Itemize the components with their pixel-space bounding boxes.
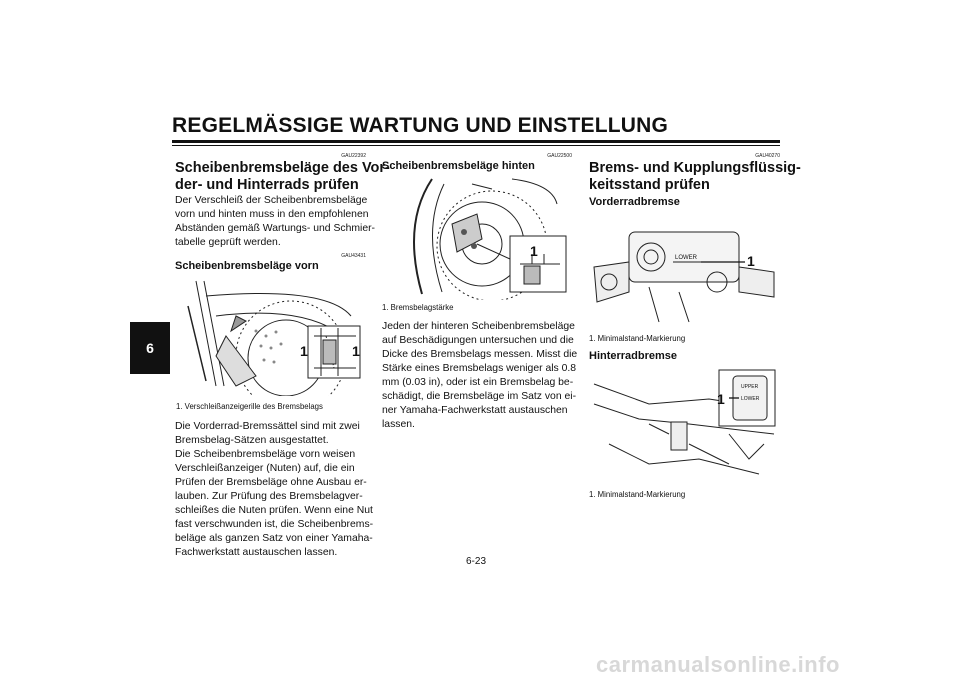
callout-1: 1 — [747, 253, 755, 269]
section-heading: Brems- und Kupplungsflüssig- keitsstand … — [589, 160, 801, 194]
callout-1: 1 — [717, 391, 725, 407]
subheading-rear-brake: Hinterradbremse — [589, 350, 678, 362]
text-line: fast verschwunden ist, die Scheibenbrems… — [175, 519, 374, 530]
chapter-tab: 6 — [130, 322, 170, 374]
body-paragraph: Die Vorderrad-Bremssättel sind mit zwei … — [175, 420, 373, 560]
page-number: 6-23 — [466, 556, 487, 567]
intro-paragraph: Der Verschleiß der Scheibenbremsbeläge v… — [175, 194, 375, 250]
text-line: Bremsbelag-Sätzen ausgestattet. — [175, 435, 329, 446]
subheading-front-brake-pads: Scheibenbremsbeläge vorn — [175, 260, 319, 272]
text-line: lassen. — [382, 419, 415, 430]
text-line: Die Vorderrad-Bremssättel sind mit zwei — [175, 421, 360, 432]
section-code: GAU40270 — [755, 153, 780, 159]
subheading-rear-brake-pads: Scheibenbremsbeläge hinten — [382, 160, 535, 172]
text-line: Abständen gemäß Wartungs- und Schmier- — [175, 223, 376, 234]
text-line: lauben. Zur Prüfung des Bremsbelagver- — [175, 491, 363, 502]
upper-mark-label: UPPER — [741, 384, 759, 390]
callout-1-left: 1 — [300, 343, 308, 359]
watermark: carmanualsonline.info — [596, 652, 840, 677]
text-line: Prüfen der Bremsbeläge ohne Ausbau er- — [175, 477, 367, 488]
text-line: schleißes die Nuten prüfen. Wenn eine Nu… — [175, 505, 373, 516]
heading-line: keitsstand prüfen — [589, 177, 710, 193]
section-code: GAU22500 — [547, 153, 572, 159]
rear-reservoir-illustration: UPPER LOWER 1 — [593, 369, 776, 475]
text-line: Fachwerkstatt austauschen lassen. — [175, 547, 338, 558]
heading-line: der- und Hinterrads prüfen — [175, 177, 359, 193]
text-line: Der Verschleiß der Scheibenbremsbeläge — [175, 195, 368, 206]
text-line: mm (0.03 in), oder ist ein Bremsbelag be… — [382, 377, 574, 388]
heading-line: Brems- und Kupplungsflüssig- — [589, 160, 801, 176]
text-line: Die Scheibenbremsbeläge vorn weisen — [175, 449, 356, 460]
text-line: Verschleißanzeiger (Nuten) auf, die ein — [175, 463, 355, 474]
heading-line: Scheibenbremsbeläge des Vor- — [175, 160, 390, 176]
text-line: tabelle geprüft werden. — [175, 237, 281, 248]
body-paragraph: Jeden der hinteren Scheibenbremsbeläge a… — [382, 320, 577, 432]
text-line: Dicke des Bremsbelags messen. Misst die — [382, 349, 578, 360]
lower-mark-label: LOWER — [741, 396, 760, 402]
section-code: GAU43431 — [341, 253, 366, 259]
callout-1-right: 1 — [352, 343, 360, 359]
section-heading: Scheibenbremsbeläge des Vor- der- und Hi… — [175, 160, 390, 194]
page-title: REGELMÄSSIGE WARTUNG UND EINSTELLUNG — [172, 114, 669, 137]
front-brake-illustration: 1 1 — [187, 280, 361, 396]
text-line: beläge als ganzen Satz von einer Yamaha- — [175, 533, 373, 544]
header-rule — [172, 140, 780, 143]
text-line: ner Yamaha-Fachwerkstatt austauschen — [382, 405, 568, 416]
header-rule-thin — [172, 145, 780, 146]
text-line: Stärke eines Bremsbelags weniger als 0.8 — [382, 363, 577, 374]
callout-1: 1 — [530, 243, 538, 259]
lower-mark-label: LOWER — [675, 255, 698, 261]
section-code: GAU22392 — [341, 153, 366, 159]
rear-brake-illustration: 1 — [413, 178, 567, 300]
figure-caption: 1. Verschleißanzeigerille des Bremsbelag… — [176, 402, 323, 411]
figure-caption: 1. Minimalstand-Markierung — [589, 490, 686, 499]
front-reservoir-illustration: LOWER 1 — [593, 231, 775, 323]
text-line: auf Beschädigungen untersuchen und die — [382, 335, 574, 346]
subheading-front-brake: Vorderradbremse — [589, 196, 680, 208]
figure-caption: 1. Bremsbelagstärke — [382, 303, 454, 312]
text-line: Jeden der hinteren Scheibenbremsbeläge — [382, 321, 575, 332]
text-line: schädigt, die Bremsbeläge im Satz von ei… — [382, 391, 577, 402]
text-line: vorn und hinten muss in den empfohlenen — [175, 209, 369, 220]
figure-caption: 1. Minimalstand-Markierung — [589, 334, 686, 343]
